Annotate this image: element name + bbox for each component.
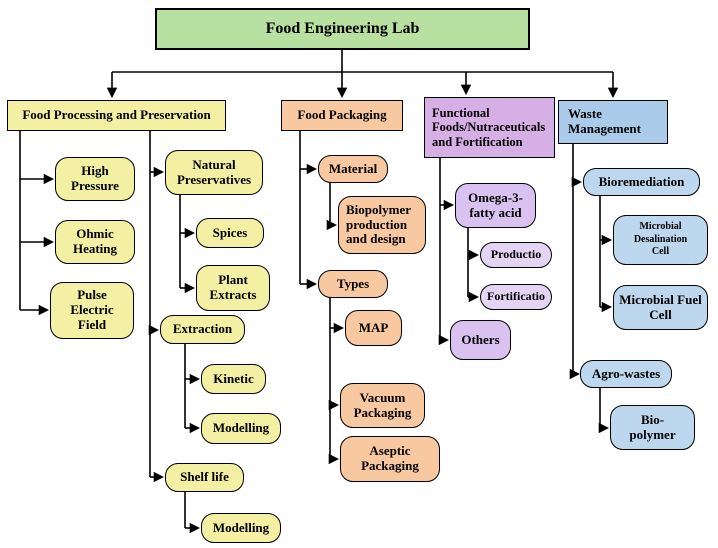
node-omega-3-fatty-acid: Omega-3-fatty acid xyxy=(455,183,536,228)
node-vacuum-packaging: Vacuum Packaging xyxy=(340,383,425,428)
node-biopolymer-production: Biopolymer production and design xyxy=(338,196,426,254)
node-natural-preservatives: Natural Preservatives xyxy=(165,150,263,195)
connectors-processing xyxy=(19,131,201,534)
node-ohmic-heating: Ohmic Heating xyxy=(55,220,135,264)
node-fortification: Fortificatio xyxy=(480,284,552,310)
node-material: Material xyxy=(318,155,388,183)
branch-food-processing: Food Processing and Preservation xyxy=(7,100,226,131)
node-aseptic-packaging: Aseptic Packaging xyxy=(340,436,440,482)
node-extraction: Extraction xyxy=(160,315,245,344)
connectors-waste xyxy=(569,144,613,434)
node-food-engineering-lab: Food Engineering Lab xyxy=(155,8,530,50)
branch-food-packaging: Food Packaging xyxy=(281,100,403,131)
node-shelf-life: Shelf life xyxy=(165,463,244,492)
connectors-packaging xyxy=(299,131,345,465)
node-spices: Spices xyxy=(196,218,264,248)
node-modelling-extraction: Modelling xyxy=(201,413,281,444)
node-high-pressure: High Pressure xyxy=(55,157,135,201)
node-modelling-shelf-life: Modelling xyxy=(201,513,281,543)
node-map: MAP xyxy=(345,310,402,346)
node-agro-wastes: Agro-wastes xyxy=(580,360,672,388)
branch-waste-management: Waste Management xyxy=(558,100,668,144)
node-bio-polymer: Bio-polymer xyxy=(610,405,695,450)
branch-functional-foods: Functional Foods/Nutraceuticals and Fort… xyxy=(424,97,555,158)
node-production: Productio xyxy=(480,242,552,268)
connectors-root xyxy=(106,50,619,99)
node-types: Types xyxy=(318,270,388,298)
node-plant-extracts: Plant Extracts xyxy=(196,265,270,311)
node-kinetic: Kinetic xyxy=(201,364,266,394)
node-pulse-electric-field: Pulse Electric Field xyxy=(50,282,134,339)
node-bioremediation: Bioremediation xyxy=(583,168,700,196)
node-microbial-desalination-cell: Microbial Desalination Cell xyxy=(613,215,708,265)
connectors-functional xyxy=(438,158,480,346)
node-microbial-fuel-cell: Microbial Fuel Cell xyxy=(613,285,708,330)
node-others: Others xyxy=(450,320,511,360)
